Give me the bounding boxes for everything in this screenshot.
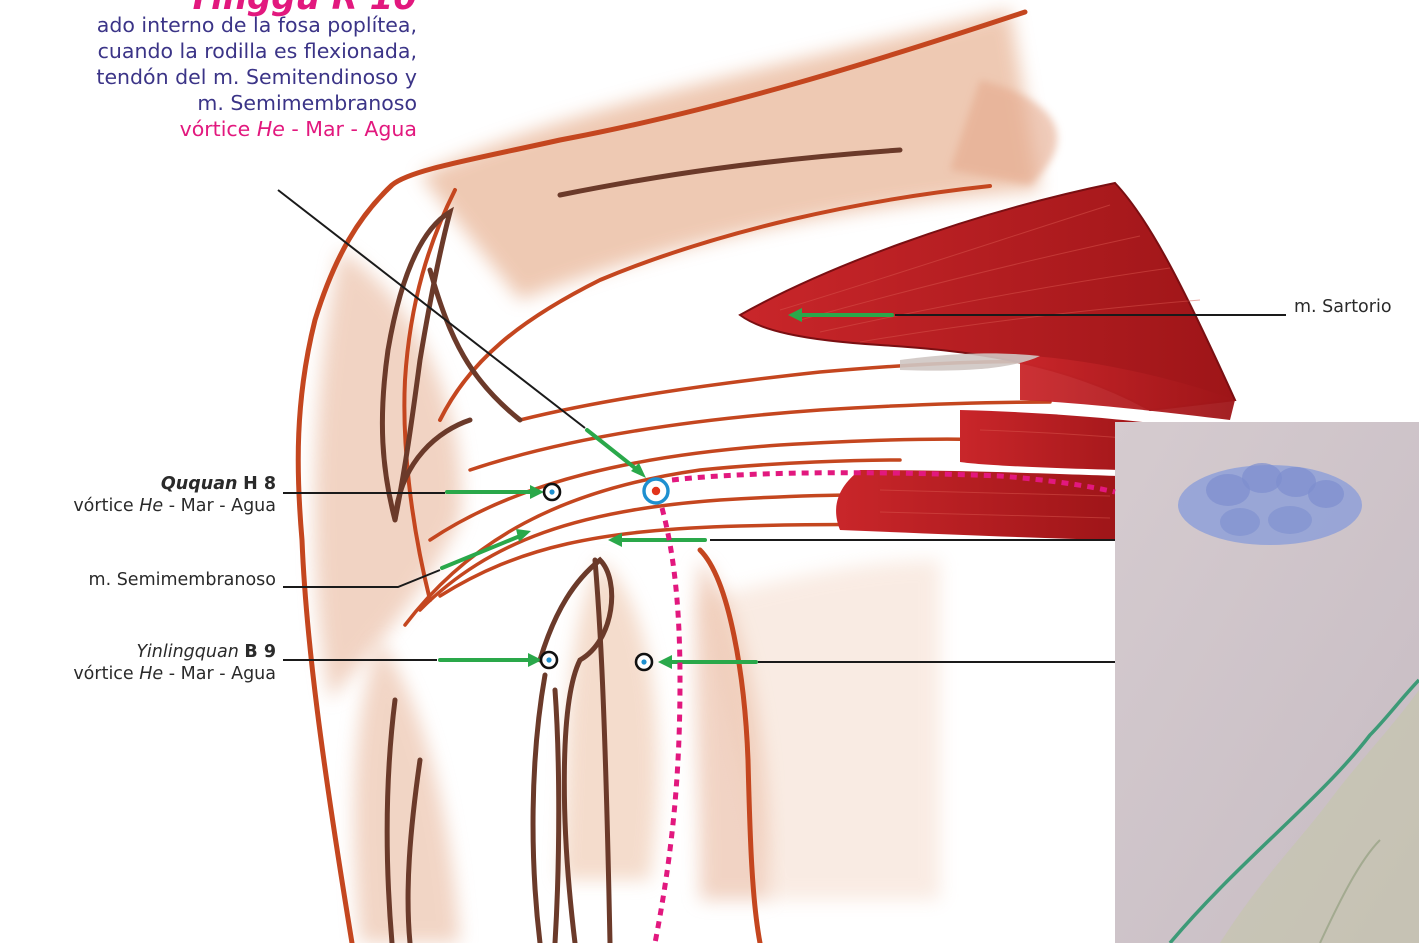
- yinlingquan-vortex: vórtice He - Mar - Agua: [73, 663, 276, 685]
- yinlingquan-code: B 9: [244, 642, 276, 662]
- location-line-1: ado interno de la fosa poplítea,: [97, 12, 417, 38]
- ququan-vortex: vórtice He - Mar - Agua: [73, 495, 276, 517]
- location-line-4: m. Semimembranoso: [197, 90, 417, 116]
- arrow-yinlingquan: [440, 653, 542, 667]
- title-vortex-line: vórtice He - Mar - Agua: [180, 116, 417, 142]
- label-yinlingquan: Yinlingquan B 9 vórtice He - Mar - Agua: [73, 641, 276, 685]
- label-ququan: Ququan H 8 vórtice He - Mar - Agua: [73, 473, 276, 517]
- scanned-sketch-photo: [1115, 422, 1419, 943]
- acupoint-marker-lateral[interactable]: [636, 654, 652, 670]
- ququan-name: Ququan: [161, 474, 238, 494]
- acupoint-marker-ququan[interactable]: [544, 484, 560, 500]
- acupoint-marker-yinlingquan[interactable]: [541, 652, 557, 668]
- location-line-2: cuando la rodilla es flexionada,: [98, 38, 417, 64]
- location-line-3: tendón del m. Semitendinoso y: [96, 64, 417, 90]
- ququan-code: H 8: [243, 474, 276, 494]
- yinlingquan-name: Yinlingquan: [137, 642, 239, 662]
- arrow-ququan: [447, 485, 544, 499]
- main-acupoint-marker-yingu[interactable]: [644, 479, 668, 503]
- label-sartorio: m. Sartorio: [1294, 297, 1392, 317]
- arrow-semimembranoso: [442, 529, 531, 568]
- label-semimembranoso: m. Semimembranoso: [89, 569, 276, 591]
